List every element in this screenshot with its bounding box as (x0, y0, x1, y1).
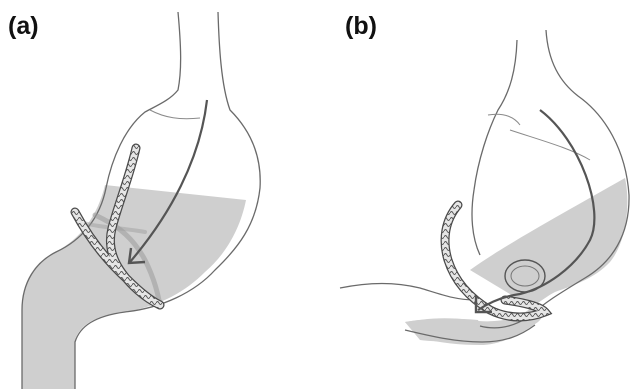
stomach-fold-a (150, 110, 200, 119)
stomach-outline-b-left (472, 40, 517, 255)
stomach-fold-b (488, 114, 520, 125)
panel-b (340, 30, 629, 345)
panel-a (22, 12, 260, 389)
bowel-outline-b-top (340, 284, 475, 301)
